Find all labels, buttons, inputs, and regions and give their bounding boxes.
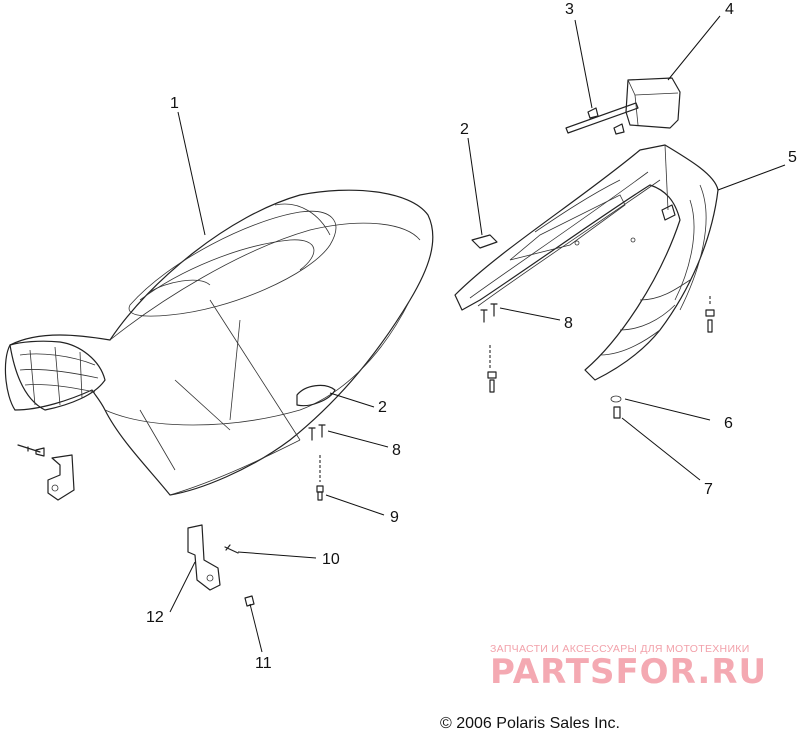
- callout-8-right: 8: [564, 315, 573, 332]
- storage-box-part-4: [625, 77, 681, 129]
- callout-4: 4: [725, 1, 734, 18]
- watermark-brand: PARTSFOR.RU: [490, 652, 768, 692]
- callout-11: 11: [255, 655, 272, 672]
- latch-bracket-left: [17, 444, 75, 501]
- callout-10: 10: [322, 551, 340, 568]
- leader-lines: [169, 15, 786, 653]
- callout-3: 3: [565, 1, 574, 18]
- latch-part-2-upper: [471, 234, 498, 249]
- fasteners-center: [308, 424, 326, 501]
- seat-part-1: [4, 189, 434, 496]
- callout-1: 1: [170, 95, 179, 112]
- callout-2-upper: 2: [460, 121, 469, 138]
- callout-5: 5: [788, 149, 797, 166]
- callout-12: 12: [146, 609, 164, 626]
- callout-8-center: 8: [392, 442, 401, 459]
- copyright-notice: © 2006 Polaris Sales Inc.: [440, 715, 620, 732]
- fasteners-right: [480, 303, 715, 419]
- rod-part-3: [565, 102, 639, 135]
- callout-9: 9: [390, 509, 399, 526]
- bracket-part-12: [187, 524, 255, 607]
- watermark-tagline: ЗАПЧАСТИ И АКСЕССУАРЫ ДЛЯ МОТОТЕХНИКИ: [490, 643, 750, 655]
- grab-handle-part-5: [454, 144, 719, 381]
- callout-6: 6: [724, 415, 733, 432]
- callout-labels: 1 2 3 4 5 2 8 8 9 6 7 10 12 11: [146, 1, 797, 672]
- callout-2-lower: 2: [378, 399, 387, 416]
- callout-7: 7: [704, 481, 713, 498]
